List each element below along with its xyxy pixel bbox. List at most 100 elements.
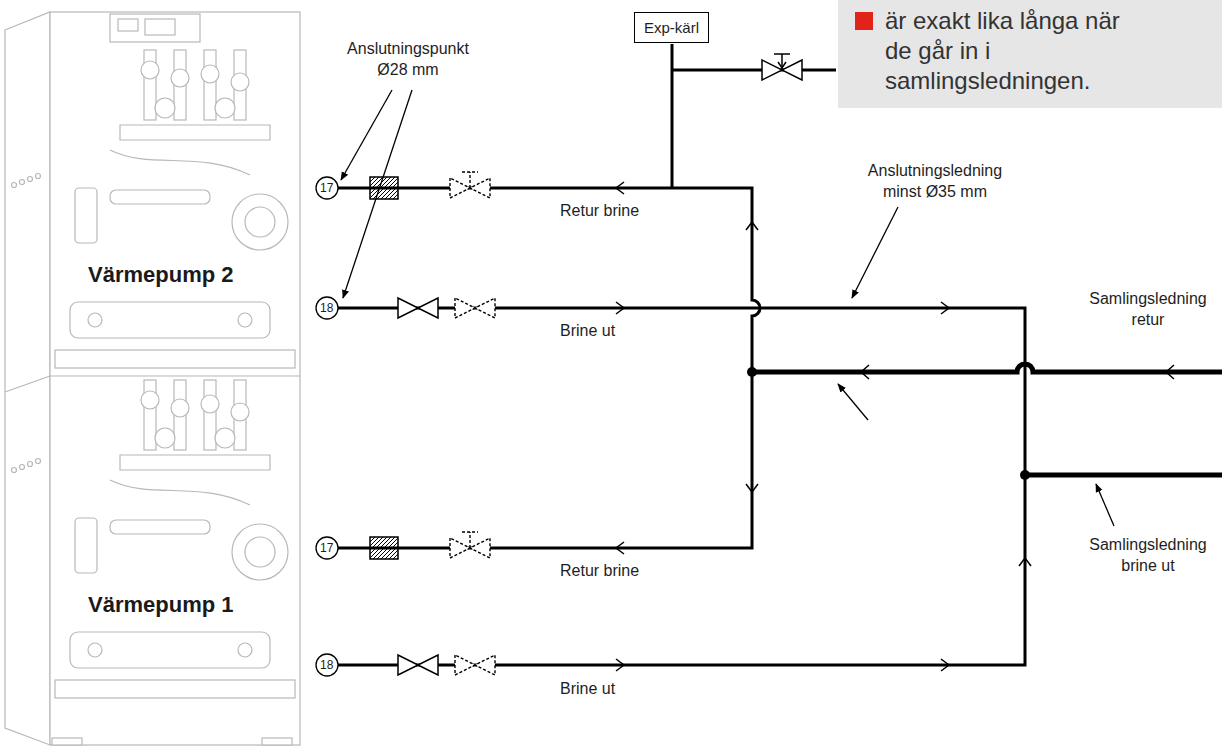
callout-number: 17 [320, 542, 333, 554]
module-divider [50, 375, 300, 376]
node-title: Exp-kärl [644, 18, 699, 37]
flow-arrow [1019, 558, 1031, 566]
pipe [204, 50, 216, 120]
valve-stem [462, 172, 478, 188]
callout-label: Anslutningspunkt Ø28 mm [333, 38, 483, 80]
pipe-label: Brine ut [560, 320, 615, 341]
control-part [145, 19, 175, 35]
shutoff-valve-symbol [398, 655, 438, 675]
vent-hole [28, 462, 33, 467]
pipe-label: Brine ut [560, 678, 615, 699]
pump-motor [245, 207, 275, 237]
leader-line [1096, 484, 1114, 526]
pipe-label: Samlingsledning retur [1078, 288, 1218, 330]
cabinet-side [5, 12, 50, 745]
pipe-label: Retur brine [560, 200, 639, 221]
callout-label: Anslutningsledning minst Ø35 mm [850, 160, 1020, 202]
heat-pump-unit: Värmepump 2 [50, 12, 300, 376]
cylinder [75, 188, 97, 243]
foot [52, 738, 82, 745]
leader-line [343, 90, 412, 298]
node-title: Värmepump 1 [85, 592, 237, 618]
callout-number: 18 [320, 659, 333, 671]
flow-arrow [941, 302, 949, 314]
flow-arrow [616, 542, 624, 554]
module-divider [5, 376, 50, 392]
junction-dot [747, 367, 757, 377]
flow-arrow [616, 302, 624, 314]
dashed-valves [450, 172, 495, 675]
foot [262, 738, 292, 745]
cabinet [5, 12, 300, 745]
filter-symbol [370, 537, 398, 559]
module-parts [55, 380, 295, 698]
pipe-elbow [155, 98, 175, 118]
leader-line [838, 384, 868, 420]
valve-handle [774, 54, 790, 70]
valve-stem [462, 532, 478, 548]
fitting [88, 313, 102, 327]
pump-motor [232, 194, 288, 250]
filters [370, 177, 398, 559]
control-box [110, 14, 200, 42]
vent-hole [36, 174, 41, 179]
vent-hole [12, 183, 17, 188]
callout-number: 18 [320, 302, 333, 314]
vent-hole [20, 465, 25, 470]
callout-circle [316, 654, 338, 676]
pipe [120, 125, 270, 140]
callout-circle [316, 297, 338, 319]
flow-arrow [616, 182, 624, 194]
expansion-pipe [671, 44, 674, 188]
pipe [110, 190, 210, 204]
callout-circle [316, 177, 338, 199]
valve-handle [778, 62, 786, 68]
red-marker [855, 12, 873, 30]
shutoff-valve-symbol [398, 298, 438, 318]
return-pipe [338, 188, 760, 548]
fitting [238, 313, 252, 327]
note-box: är exakt lika långa när de går in i saml… [838, 0, 1222, 108]
pipe-elbow [215, 98, 235, 118]
pipe-lines [338, 44, 1222, 665]
node-title: Värmepump 2 [85, 262, 237, 288]
pipe-elbow [201, 65, 219, 83]
flow-arrow [616, 659, 624, 671]
collector-return [752, 364, 1222, 372]
pipe-elbow [231, 73, 249, 91]
leader-line [852, 207, 898, 298]
tray [55, 350, 295, 368]
pipe-elbow [171, 69, 189, 87]
flow-arrow [746, 484, 758, 492]
pipe-label: Samlingsledning brine ut [1078, 534, 1218, 576]
flow-arrows [616, 182, 1174, 671]
valve-symbol [455, 298, 495, 318]
tank [70, 302, 270, 338]
expansion-vessel-box: Exp-kärl [634, 12, 709, 43]
node-title: är exakt lika långa när de går in i saml… [885, 6, 1120, 96]
brine-out-pipe [338, 308, 1025, 665]
callout-circle [316, 537, 338, 559]
collector-out [1025, 473, 1222, 478]
module-parts [55, 50, 295, 368]
flow-arrow [941, 659, 949, 671]
vent-hole [12, 468, 17, 473]
filter-symbol [370, 177, 398, 199]
control-part [118, 19, 138, 31]
flow-arrow [746, 222, 758, 230]
cabinet-front [50, 12, 300, 745]
vent-hole [28, 177, 33, 182]
leader-lines [341, 90, 1114, 526]
vent-hole [36, 459, 41, 464]
vent-hole [20, 180, 25, 185]
fill-pipe [672, 69, 836, 72]
heat-pump-unit: Värmepump 1 [50, 376, 300, 745]
pipe [110, 150, 250, 175]
leader-line [341, 90, 392, 180]
valve-symbol [455, 655, 495, 675]
flow-arrow [1166, 365, 1174, 379]
callout-number: 17 [320, 182, 333, 194]
